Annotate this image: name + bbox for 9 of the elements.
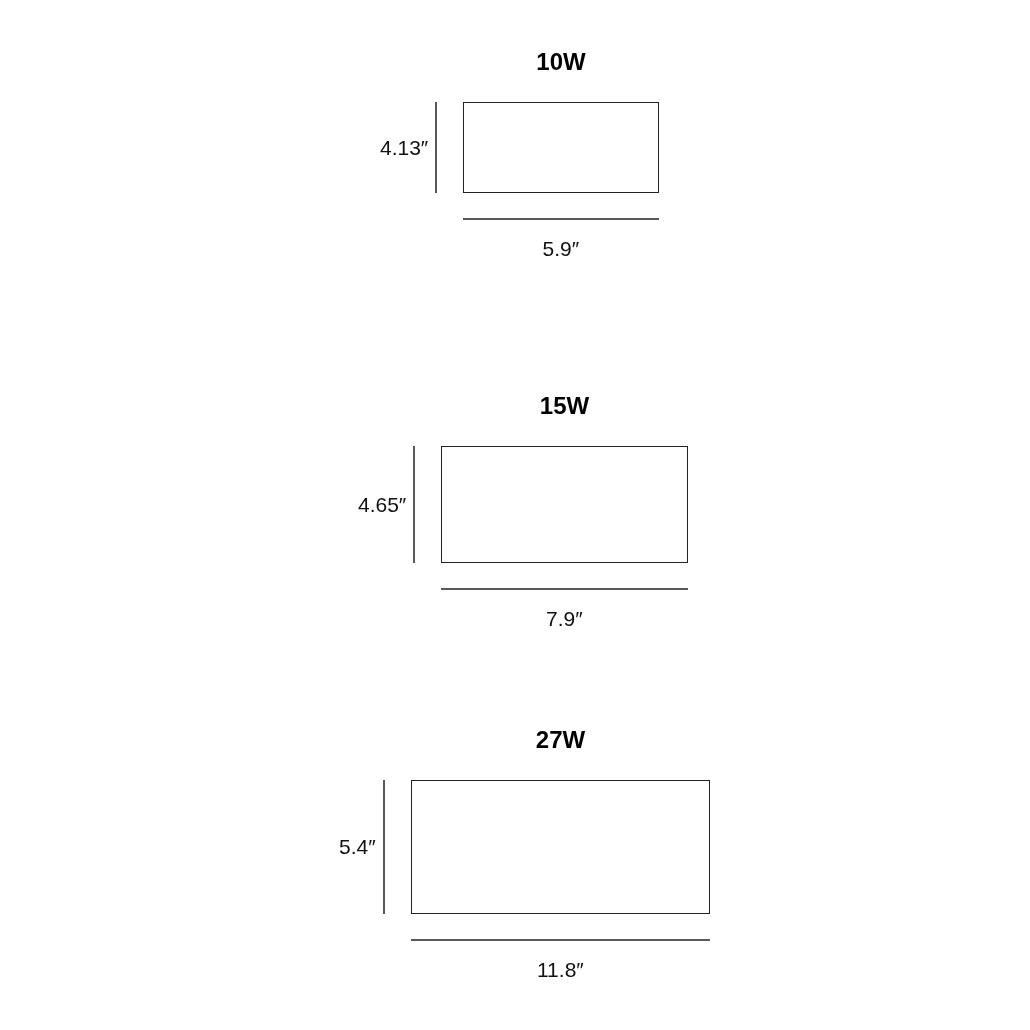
dimension-label: 7.9″ bbox=[546, 606, 583, 632]
wattage-heading: 10W bbox=[535, 48, 587, 76]
dimension-label: 5.9″ bbox=[542, 236, 580, 262]
dimension-label: 4.13″ bbox=[380, 134, 429, 161]
dimension-label: 5.4″ bbox=[339, 834, 376, 860]
dimension-label: 11.8″ bbox=[537, 957, 584, 983]
dimension-label: 4.65″ bbox=[358, 491, 407, 518]
wattage-heading: 15W bbox=[538, 392, 591, 420]
wattage-heading: 27W bbox=[534, 726, 587, 754]
